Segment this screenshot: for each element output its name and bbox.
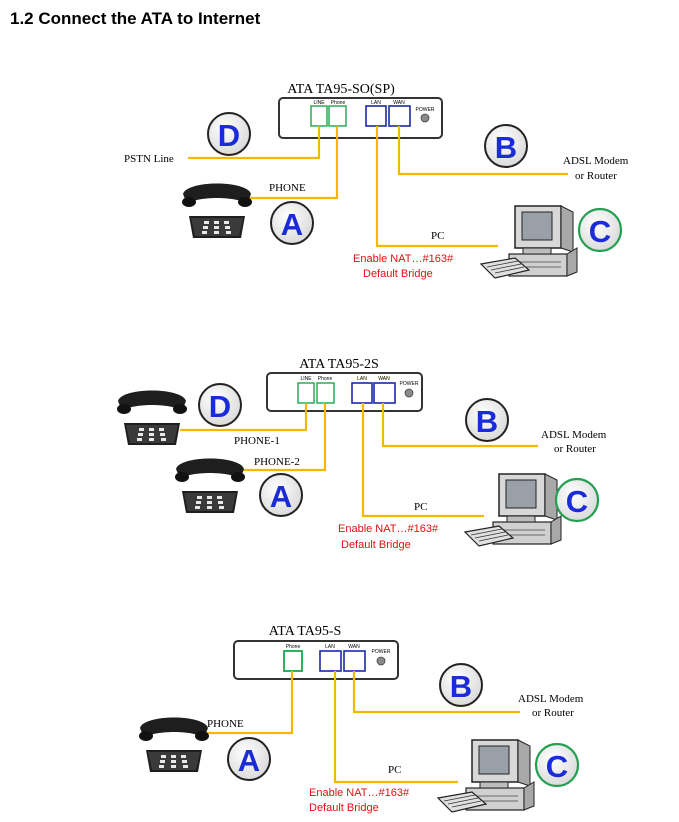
power-led bbox=[420, 113, 430, 123]
wires bbox=[180, 403, 538, 518]
modem-label-line1: ADSL Modem bbox=[563, 155, 629, 167]
badge-d: D bbox=[198, 383, 242, 427]
power-label: POWER bbox=[400, 381, 419, 387]
modem-label-line1: ADSL Modem bbox=[541, 429, 607, 441]
badge-b: B bbox=[484, 124, 528, 168]
nat-label-line1: Enable NAT…#163# bbox=[309, 787, 410, 799]
wan-port bbox=[343, 650, 366, 672]
pc-label: PC bbox=[414, 501, 427, 513]
wan-port bbox=[388, 105, 411, 127]
phone-port bbox=[283, 650, 303, 672]
line-port-label: LINE bbox=[313, 100, 325, 106]
pc-icon bbox=[464, 473, 562, 547]
lan-port-label: LAN bbox=[357, 376, 367, 382]
svg-text:C: C bbox=[566, 484, 588, 519]
line-port bbox=[297, 382, 315, 404]
ata-device-box bbox=[278, 97, 443, 139]
modem-label-line2: or Router bbox=[532, 707, 574, 719]
badge-a: A bbox=[259, 473, 303, 517]
device-title: ATA TA95-S bbox=[269, 624, 342, 639]
svg-text:A: A bbox=[238, 743, 260, 778]
phone-2-label: PHONE-2 bbox=[254, 456, 300, 468]
line-port bbox=[310, 105, 328, 127]
svg-text:D: D bbox=[218, 118, 240, 153]
nat-label-line2: Default Bridge bbox=[309, 802, 379, 814]
badge-d: D bbox=[207, 112, 251, 156]
pc-icon bbox=[480, 205, 578, 279]
line-port-label: LINE bbox=[300, 376, 312, 382]
diagram-ta95-2s: ATA TA95-2S LINE Phone LAN WAN POWER PHO… bbox=[117, 357, 607, 551]
lan-port bbox=[319, 650, 342, 672]
lan-port-label: LAN bbox=[325, 644, 335, 650]
modem-label-line1: ADSL Modem bbox=[518, 693, 584, 705]
wires bbox=[188, 126, 568, 248]
pc-icon bbox=[437, 739, 535, 813]
telephone-1-icon bbox=[117, 390, 187, 445]
phone-port bbox=[316, 382, 335, 404]
badge-b: B bbox=[465, 398, 509, 442]
wan-port-label: WAN bbox=[393, 100, 405, 106]
svg-text:D: D bbox=[209, 389, 231, 424]
ata-device-box bbox=[233, 640, 399, 680]
badge-a: A bbox=[227, 737, 271, 781]
badge-b: B bbox=[439, 663, 483, 707]
svg-text:B: B bbox=[495, 130, 517, 165]
wan-port bbox=[373, 382, 396, 404]
phone-label: PHONE bbox=[207, 718, 244, 730]
power-label: POWER bbox=[416, 107, 435, 113]
power-label: POWER bbox=[372, 649, 391, 655]
modem-label-line2: or Router bbox=[575, 170, 617, 182]
diagram-ta95-so-sp: ATA TA95-SO(SP) LINE Phone LAN WAN POWER… bbox=[124, 82, 629, 280]
phone-port-label: Phone bbox=[331, 100, 346, 106]
power-led bbox=[404, 388, 414, 398]
svg-text:A: A bbox=[270, 479, 292, 514]
svg-text:C: C bbox=[546, 749, 568, 784]
phone-port bbox=[328, 105, 347, 127]
diagram-ta95-s: ATA TA95-S Phone LAN WAN POWER PHONE PC … bbox=[139, 624, 584, 814]
badge-c: C bbox=[534, 742, 580, 788]
pstn-line-label: PSTN Line bbox=[124, 153, 174, 165]
pc-label: PC bbox=[431, 230, 444, 242]
ata-device-box bbox=[266, 372, 423, 412]
badge-c: C bbox=[577, 207, 623, 253]
telephone-icon bbox=[139, 717, 209, 772]
svg-text:B: B bbox=[450, 669, 472, 704]
svg-text:B: B bbox=[476, 404, 498, 439]
nat-label-line1: Enable NAT…#163# bbox=[338, 523, 439, 535]
phone-port-label: Phone bbox=[286, 644, 301, 650]
device-title: ATA TA95-2S bbox=[299, 357, 379, 372]
wan-port-label: WAN bbox=[378, 376, 390, 382]
lan-port bbox=[351, 382, 373, 404]
lan-port-label: LAN bbox=[371, 100, 381, 106]
modem-label-line2: or Router bbox=[554, 443, 596, 455]
phone-port-label: Phone bbox=[318, 376, 333, 382]
phone-1-label: PHONE-1 bbox=[234, 435, 280, 447]
nat-label-line1: Enable NAT…#163# bbox=[353, 253, 454, 265]
badge-a: A bbox=[270, 201, 314, 245]
wan-port-label: WAN bbox=[348, 644, 360, 650]
lan-port bbox=[365, 105, 387, 127]
nat-label-line2: Default Bridge bbox=[363, 268, 433, 280]
nat-label-line2: Default Bridge bbox=[341, 539, 411, 551]
badge-c: C bbox=[554, 477, 600, 523]
wires bbox=[200, 671, 520, 784]
page-title: 1.2 Connect the ATA to Internet bbox=[10, 9, 261, 28]
phone-label: PHONE bbox=[269, 182, 306, 194]
pc-label: PC bbox=[388, 764, 401, 776]
telephone-2-icon bbox=[175, 458, 245, 513]
device-title: ATA TA95-SO(SP) bbox=[287, 82, 395, 97]
svg-text:A: A bbox=[281, 207, 303, 242]
telephone-icon bbox=[182, 183, 252, 238]
power-led bbox=[376, 656, 386, 666]
svg-text:C: C bbox=[589, 214, 611, 249]
